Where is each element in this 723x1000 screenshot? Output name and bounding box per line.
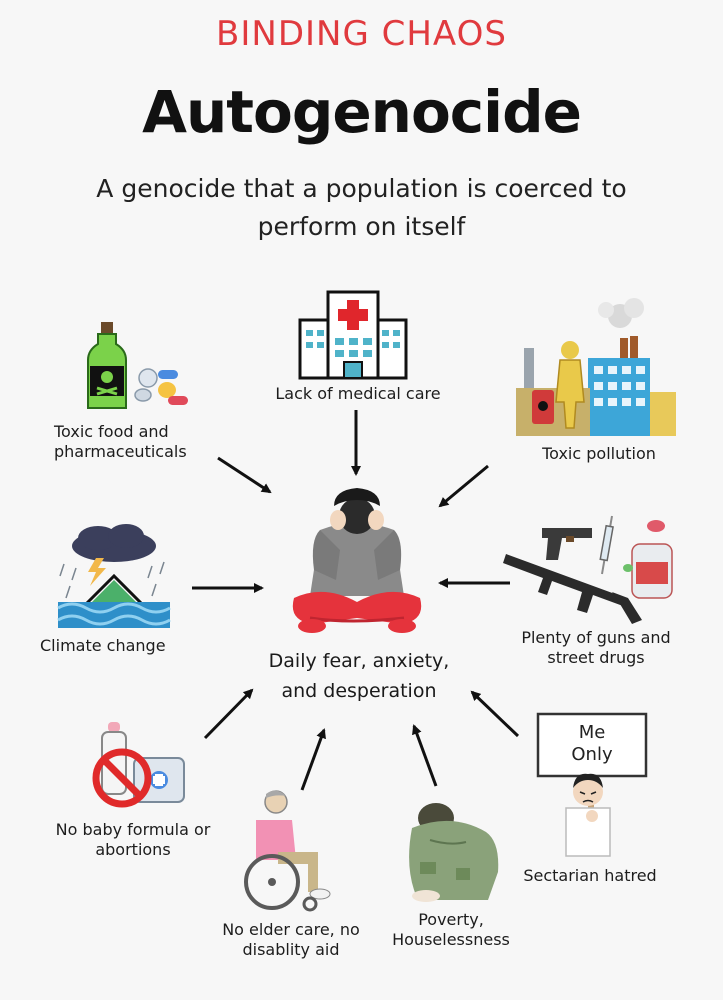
cause-label-poverty: Poverty, Houselessness <box>392 910 510 949</box>
arrow-poverty <box>412 724 438 787</box>
hospital-icon <box>298 290 408 380</box>
center-label: Daily fear, anxiety, and desperation <box>268 650 450 702</box>
no-baby-formula-icon <box>92 722 185 808</box>
cause-label-toxic-food: Toxic food and pharmaceuticals <box>54 422 187 461</box>
homeless-person-icon <box>409 803 499 902</box>
arrow-toxic-food <box>217 456 272 494</box>
arrow-baby-formula <box>203 688 254 740</box>
cause-label-medical: Lack of medical care <box>275 384 441 403</box>
arrow-sectarian <box>470 690 520 738</box>
arrow-elder <box>300 728 326 791</box>
cause-label-elder: No elder care, no disablity aid <box>222 920 360 959</box>
storm-flood-icon <box>57 524 171 628</box>
wheelchair-elder-icon <box>244 790 331 912</box>
guns-drugs-icon <box>503 515 673 624</box>
cause-label-baby-formula: No baby formula or abortions <box>55 820 211 859</box>
protest-sign-icon <box>536 712 648 857</box>
page-subtitle: A genocide that a population is coerced … <box>96 174 627 241</box>
brand-name: BINDING CHAOS <box>216 14 507 54</box>
protest-sign-text: Me Only <box>571 722 613 765</box>
cause-label-sectarian: Sectarian hatred <box>523 866 657 885</box>
poison-bottle-pills-icon <box>87 322 188 409</box>
cause-label-climate: Climate change <box>40 636 166 655</box>
distressed-person-icon <box>292 488 422 633</box>
factory-pollution-icon <box>516 298 676 436</box>
cause-label-pollution: Toxic pollution <box>542 444 656 463</box>
cause-label-guns: Plenty of guns and street drugs <box>521 628 671 667</box>
arrow-pollution <box>438 464 489 508</box>
page-title: Autogenocide <box>142 78 582 146</box>
